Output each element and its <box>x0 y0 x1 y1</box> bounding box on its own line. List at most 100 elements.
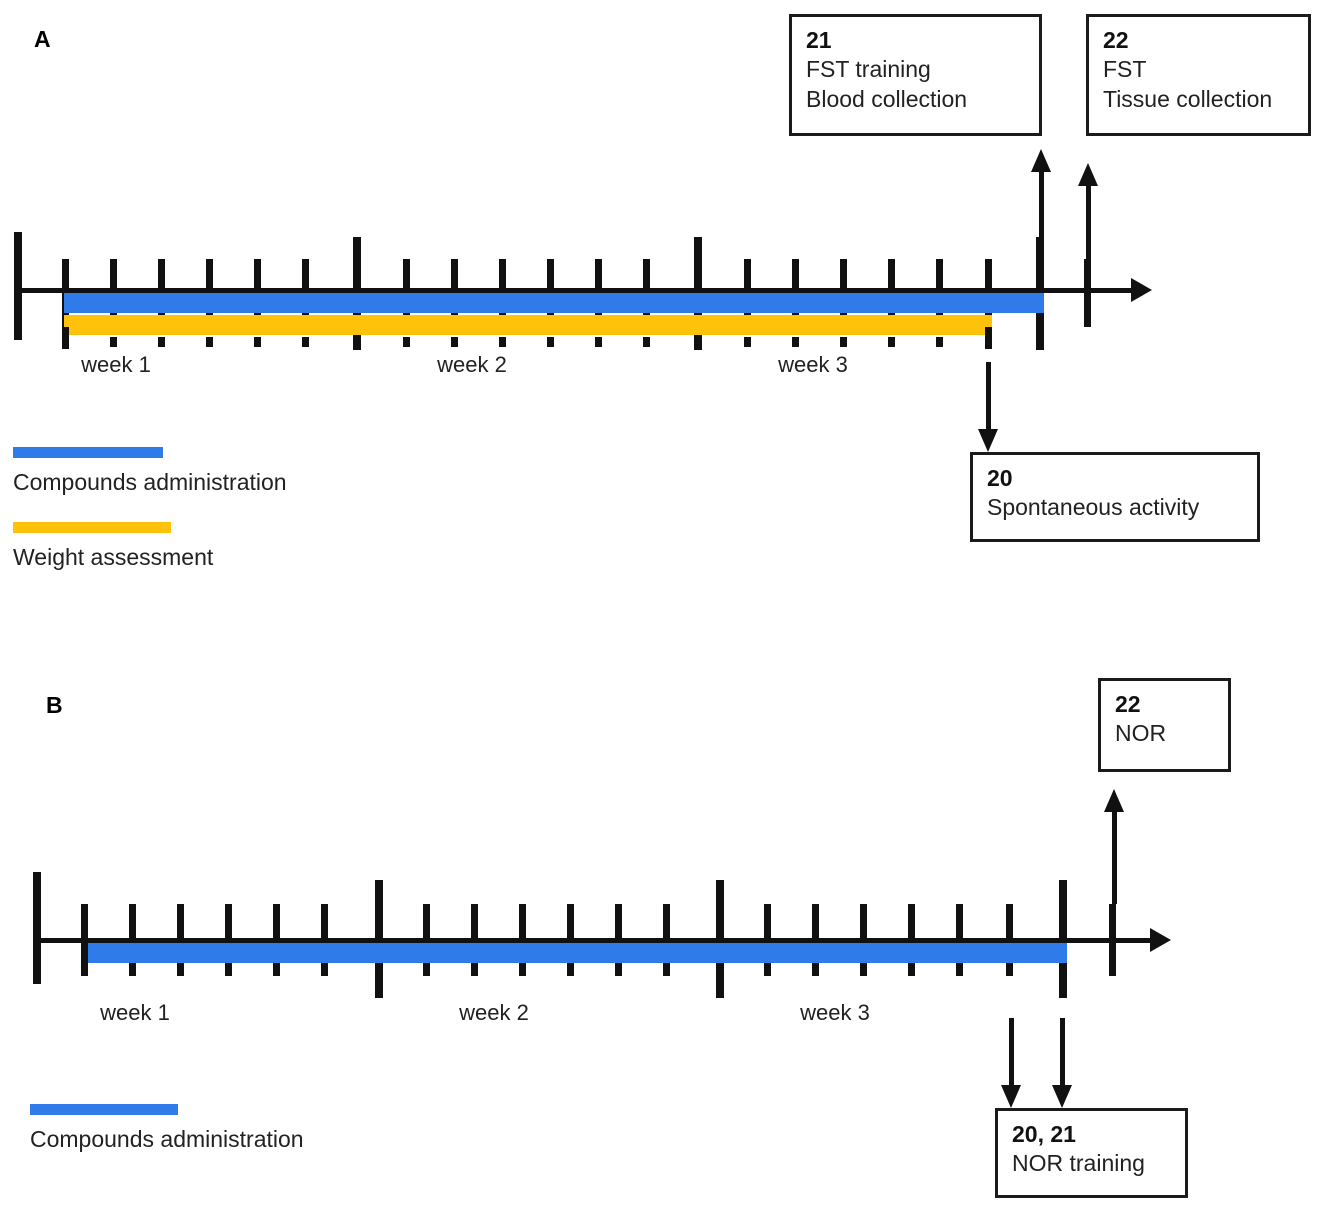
axis-tick-day <box>273 904 280 976</box>
week-label-3: week 3 <box>800 1000 870 1025</box>
legend-a: Compounds administration Weight assessme… <box>13 447 287 571</box>
axis-tick-day <box>177 904 184 976</box>
arrowhead-up-icon <box>1031 149 1051 172</box>
week-label-3: week 3 <box>778 352 848 377</box>
axis-tick-day <box>81 904 88 976</box>
arrow-shaft <box>1009 1018 1014 1088</box>
week-label-1: week 1 <box>100 1000 170 1025</box>
axis-arrowhead-icon <box>1131 278 1152 302</box>
timeline-a: week 1 week 2 week 3 <box>0 232 1332 377</box>
event-detail-line: NOR training <box>1012 1150 1145 1177</box>
axis-tick-day <box>567 904 574 976</box>
axis-tick-stub <box>643 337 650 347</box>
axis-tick-day <box>519 904 526 976</box>
axis-tick-day <box>615 904 622 976</box>
legend-label-weight: Weight assessment <box>13 544 214 570</box>
axis-tick-stub <box>302 337 309 347</box>
event-box-a-day-21: 21 FST training Blood collection <box>789 14 1042 136</box>
axis-origin-bar <box>14 232 22 340</box>
legend-label-compounds: Compounds administration <box>13 469 287 495</box>
connector-arrow-a-day-22 <box>1078 163 1099 268</box>
axis-tick-stub <box>888 337 895 347</box>
axis-tick-stub <box>595 337 602 347</box>
axis-tick-stub <box>158 337 165 347</box>
axis-tick-stub <box>936 337 943 347</box>
axis-tick-stub <box>110 337 117 347</box>
arrowhead-down-icon <box>978 429 998 452</box>
axis-tick-day <box>908 904 915 976</box>
axis-tick-stub <box>499 337 506 347</box>
week-label-1: week 1 <box>81 352 151 377</box>
axis-tick-day <box>471 904 478 976</box>
axis-tick-day <box>129 904 136 976</box>
axis-line <box>33 938 1153 943</box>
axis-tick-stub <box>81 943 88 976</box>
event-detail-line: FST <box>1103 56 1147 83</box>
event-box-a-day-22: 22 FST Tissue collection <box>1086 14 1311 136</box>
event-day-number: 21 <box>806 27 832 53</box>
axis-tick-stub <box>792 337 799 347</box>
bar-compounds-administration-b <box>83 943 1067 963</box>
arrowhead-up-icon <box>1078 163 1098 186</box>
week-label-2: week 2 <box>437 352 507 377</box>
axis-tick-stub <box>985 327 992 349</box>
arrow-shaft <box>1112 809 1117 904</box>
arrowhead-up-icon <box>1104 789 1124 812</box>
axis-tick-stub <box>547 337 554 347</box>
axis-tick-day <box>225 904 232 976</box>
axis-tick-stub <box>451 337 458 347</box>
bar-compounds-administration-a <box>64 293 1044 313</box>
axis-tick-day <box>423 904 430 976</box>
legend-swatch-weight <box>13 522 171 533</box>
event-detail-line: NOR <box>1115 720 1167 747</box>
axis-tick-stub <box>744 337 751 347</box>
legend-swatch-compounds <box>30 1104 178 1115</box>
axis-arrowhead-icon <box>1150 928 1171 952</box>
legend-item-compounds: Compounds administration <box>30 1104 304 1153</box>
arrow-shaft <box>986 362 991 432</box>
axis-origin-bar <box>33 872 41 984</box>
event-detail-line: FST training <box>806 56 931 83</box>
axis-tick-day-20 <box>1006 904 1013 976</box>
axis-tick-day <box>956 904 963 976</box>
timeline-b: week 1 week 2 week 3 <box>0 872 1332 1025</box>
event-detail-line: Spontaneous activity <box>987 494 1200 521</box>
panel-label-a: A <box>34 26 51 52</box>
axis-tick-day-21 <box>1059 880 1067 998</box>
week-label-2: week 2 <box>459 1000 529 1025</box>
axis-tick-week <box>375 880 383 998</box>
event-day-number: 22 <box>1103 27 1129 53</box>
axis-tick-day <box>860 904 867 976</box>
event-day-number: 20, 21 <box>1012 1121 1076 1147</box>
arrow-shaft <box>1060 1018 1065 1088</box>
axis-tick-stub <box>840 337 847 347</box>
event-detail-line: Tissue collection <box>1103 85 1273 112</box>
bar-weight-assessment-a <box>64 315 992 335</box>
axis-tick-day <box>812 904 819 976</box>
event-day-number: 20 <box>987 465 1013 491</box>
arrowhead-down-icon <box>1052 1085 1072 1108</box>
axis-tick-stub <box>254 337 261 347</box>
legend-item-compounds: Compounds administration <box>13 447 287 496</box>
event-box-b-day-22: 22 NOR <box>1098 678 1231 772</box>
axis-line <box>14 288 1134 293</box>
panel-label-b: B <box>46 692 63 718</box>
axis-tick-day <box>663 904 670 976</box>
axis-tick-day <box>764 904 771 976</box>
legend-swatch-compounds <box>13 447 163 458</box>
connector-arrow-a-day-21 <box>1031 149 1052 284</box>
axis-tick-day-22 <box>1109 904 1116 976</box>
axis-tick-day <box>321 904 328 976</box>
axis-tick-stub <box>403 337 410 347</box>
axis-tick-week <box>716 880 724 998</box>
arrowhead-down-icon <box>1001 1085 1021 1108</box>
event-box-b-day-20-21: 20, 21 NOR training <box>995 1108 1188 1198</box>
legend-b: Compounds administration <box>30 1104 304 1153</box>
connector-arrow-b-day-21 <box>1052 1018 1073 1108</box>
arrow-shaft <box>1086 183 1091 268</box>
axis-tick-stub <box>62 327 69 349</box>
event-detail-line: Blood collection <box>806 85 968 112</box>
axis-tick-stub <box>206 337 213 347</box>
event-day-number: 22 <box>1115 691 1141 717</box>
